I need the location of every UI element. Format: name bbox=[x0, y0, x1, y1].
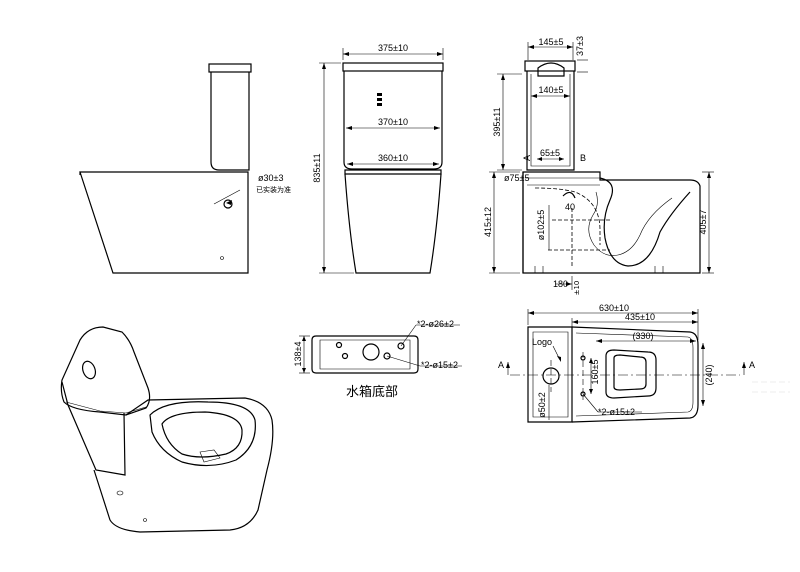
tank-bottom-height: 138±4 bbox=[293, 342, 303, 367]
top-inner-length: (330) bbox=[632, 331, 653, 341]
section-tank-height: 395±11 bbox=[492, 107, 502, 136]
front-seat-width: 360±10 bbox=[378, 153, 408, 163]
tank-center-hole bbox=[362, 343, 380, 361]
side-hole-dim: ø30±3 bbox=[258, 173, 283, 183]
section-label-a: A bbox=[522, 155, 532, 161]
section-button-width: 140±5 bbox=[539, 85, 564, 95]
isometric-view bbox=[60, 326, 274, 533]
front-top-width: 375±10 bbox=[378, 43, 408, 53]
tank-small-holes: *2-ø15±2 bbox=[421, 360, 458, 370]
top-logo-label: Logo bbox=[532, 337, 552, 347]
section-outlet-offset-tol: ±10 bbox=[573, 281, 581, 296]
front-mid-width: 370±10 bbox=[378, 117, 408, 127]
section-outlet-offset: 180 bbox=[553, 279, 568, 289]
side-view: ø30±3 已实装为准 bbox=[79, 63, 291, 274]
section-rim-height: 405±7 bbox=[698, 210, 708, 235]
section-bowl-height: 415±12 bbox=[483, 207, 493, 237]
top-hole-offset: 160±5 bbox=[590, 360, 600, 385]
top-view: 630±10 435±10 (330) (240) A A bbox=[498, 303, 790, 423]
tank-small-hole-left bbox=[335, 341, 343, 349]
tank-bottom-caption: 水箱底部 bbox=[346, 384, 398, 400]
top-total-length: 630±10 bbox=[599, 303, 629, 313]
section-tank-lid: 37±3 bbox=[575, 36, 585, 56]
section-trap-dia: ø102±5 bbox=[536, 210, 546, 240]
top-section-a-left: A bbox=[498, 360, 504, 370]
section-outlet-width: 65±5 bbox=[540, 148, 560, 158]
tank-large-holes: *2-ø26±2 bbox=[417, 319, 454, 329]
tank-bottom-view: *2-ø26±2 *2-ø15±2 138±4 水箱底部 bbox=[293, 319, 462, 400]
section-view: 145±5 37±3 140±5 395±11 65±5 A B ø75±5 bbox=[483, 36, 714, 295]
top-section-a-right: A bbox=[749, 360, 755, 370]
section-trap-depth: 40 bbox=[565, 202, 575, 212]
side-hole-note: 已实装为准 bbox=[256, 185, 291, 194]
section-tank-width: 145±5 bbox=[539, 37, 564, 47]
front-total-height: 835±11 bbox=[312, 153, 322, 182]
top-fixing-holes: *2-ø15±2 bbox=[598, 407, 635, 417]
section-inlet-dia: ø75±5 bbox=[504, 173, 529, 183]
top-bowl-length: 435±10 bbox=[625, 312, 655, 322]
top-outlet-dia: ø50±2 bbox=[537, 392, 547, 417]
front-view: 375±10 370±10 360±10 835±11 bbox=[312, 43, 444, 274]
section-label-b: B bbox=[580, 153, 586, 163]
inlet-hole-circle bbox=[223, 199, 233, 209]
